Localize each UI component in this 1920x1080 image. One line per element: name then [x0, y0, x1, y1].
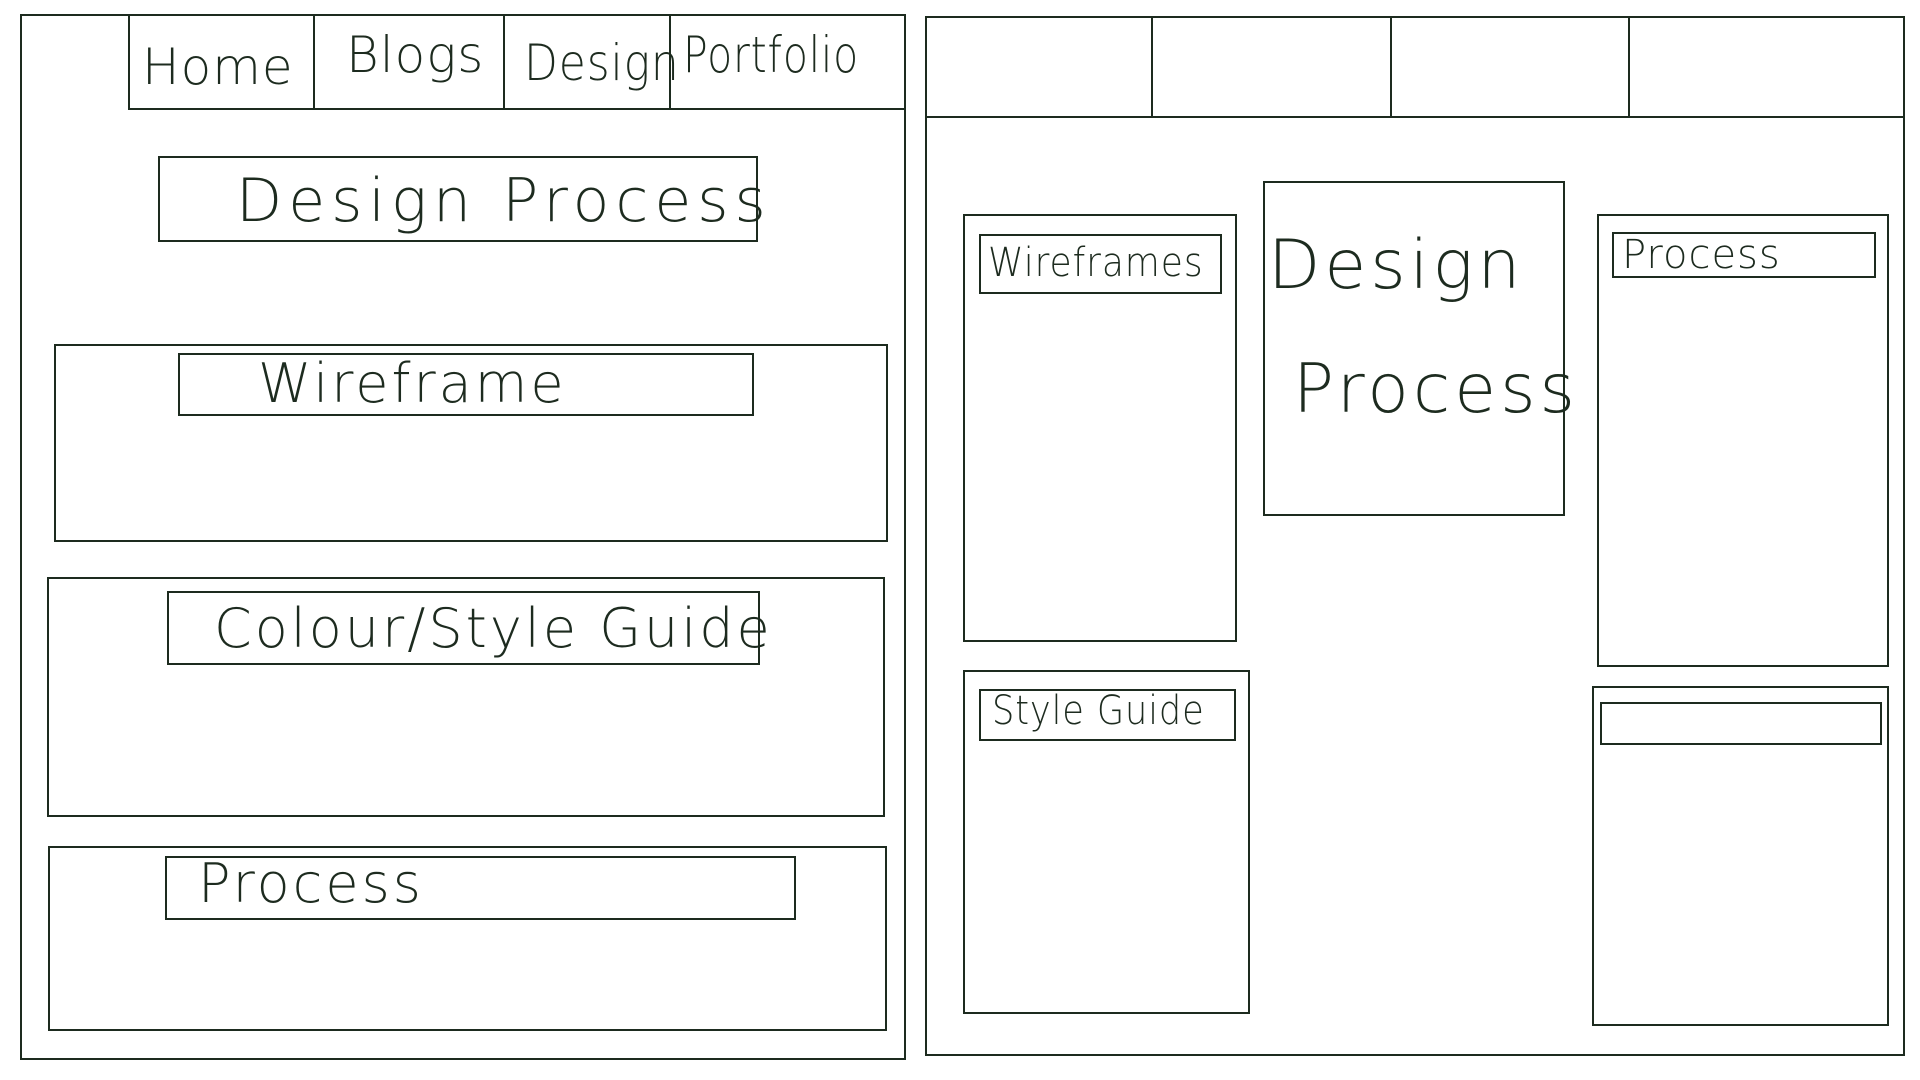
mobile-nav-divider: [313, 14, 315, 110]
wireframe-section: [54, 344, 888, 542]
wireframe-section-title: Wireframe: [258, 352, 567, 415]
process-section-title: Process: [198, 852, 424, 915]
wireframe-section-header: [178, 353, 754, 416]
desktop-nav-bar: [925, 16, 1905, 118]
wireframes-card: [963, 214, 1237, 642]
mobile-nav-divider: [669, 14, 671, 110]
process-card-header: [1612, 232, 1876, 278]
wireframes-card-header: [979, 234, 1222, 294]
mobile-nav-divider: [503, 14, 505, 110]
nav-item-portfolio[interactable]: Portfolio: [683, 26, 860, 84]
process-card-title: Process: [1622, 232, 1781, 278]
mobile-nav-bar: [128, 14, 906, 110]
process-card: [1597, 214, 1889, 667]
hero-title-line2: Process: [1293, 350, 1579, 429]
process-section-header: [165, 856, 796, 920]
process-section: [48, 846, 887, 1031]
style-guide-card-title: Style Guide: [992, 688, 1205, 734]
desktop-nav-divider: [1151, 16, 1153, 118]
style-guide-card: [963, 670, 1250, 1014]
page-title-box: [158, 156, 758, 242]
nav-item-blogs[interactable]: Blogs: [346, 26, 485, 84]
wireframes-card-title: Wireframes: [988, 240, 1204, 286]
style-guide-card-header: [979, 689, 1236, 741]
page-title: Design Process: [236, 166, 772, 236]
nav-item-home[interactable]: Home: [142, 38, 294, 96]
hero-title-line1: Design: [1268, 226, 1525, 305]
nav-item-design[interactable]: Design: [524, 34, 680, 92]
empty-card: [1592, 686, 1889, 1026]
style-guide-section-header: [167, 591, 760, 665]
style-guide-section-title: Colour/Style Guide: [214, 597, 773, 660]
desktop-nav-divider: [1390, 16, 1392, 118]
hero-box: [1263, 181, 1565, 516]
style-guide-section: [47, 577, 885, 817]
desktop-nav-divider: [1628, 16, 1630, 118]
empty-card-header: [1600, 702, 1882, 745]
